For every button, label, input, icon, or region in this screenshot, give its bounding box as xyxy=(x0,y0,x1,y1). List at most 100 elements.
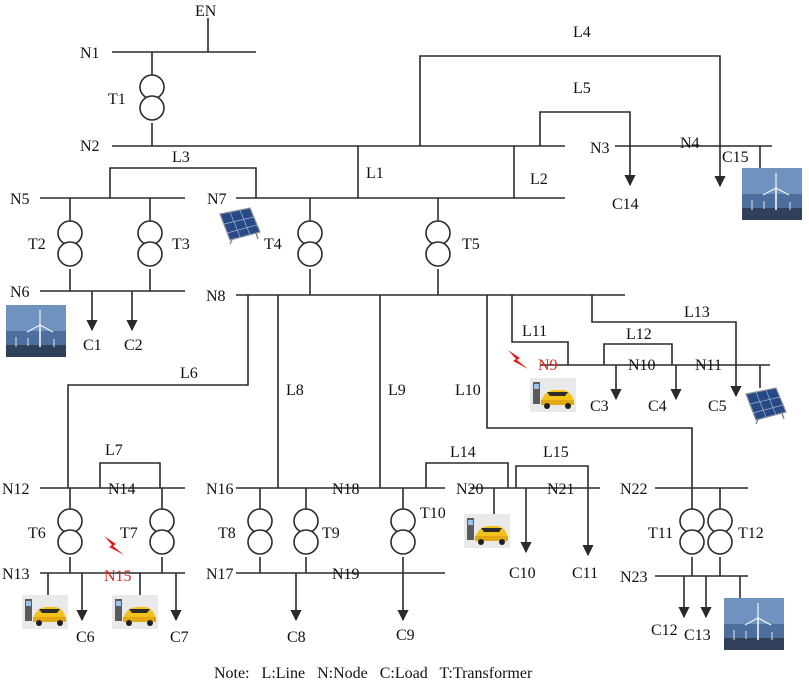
wind-turbine-icon xyxy=(741,167,803,221)
label-c1: C1 xyxy=(83,337,102,354)
label-n23: N23 xyxy=(620,569,648,586)
label-l10: L10 xyxy=(455,382,481,399)
transformer-t10 xyxy=(390,508,416,555)
label-t12: T12 xyxy=(738,525,764,542)
line-l3 xyxy=(109,167,257,198)
label-n11: N11 xyxy=(695,357,722,374)
label-n22: N22 xyxy=(620,481,648,498)
label-t2: T2 xyxy=(28,236,46,253)
transformer-t6 xyxy=(57,508,83,555)
transformer-t8 xyxy=(247,508,273,555)
transformer-t9 xyxy=(293,508,319,555)
label-c2: C2 xyxy=(124,337,143,354)
label-t3: T3 xyxy=(172,236,190,253)
label-n17: N17 xyxy=(206,566,234,583)
label-c7: C7 xyxy=(170,629,189,646)
transformer-t4 xyxy=(297,220,323,267)
label-t6: T6 xyxy=(28,525,46,542)
solar-panel-icon xyxy=(219,207,261,245)
label-c15: C15 xyxy=(722,149,749,166)
label-n9: N9 xyxy=(538,357,558,374)
label-l14: L14 xyxy=(450,444,476,461)
labels: EN N1 N2 N3 N4 N5 N6 N7 N8 N9 N10 N11 N1… xyxy=(2,3,764,682)
label-l13: L13 xyxy=(684,304,710,321)
label-l9: L9 xyxy=(388,382,406,399)
electric-vehicle-charger-icon xyxy=(22,595,68,629)
label-l15: L15 xyxy=(543,444,569,461)
transformer-t11 xyxy=(679,508,705,555)
solar-panel-icon xyxy=(745,387,787,425)
transformer-t5 xyxy=(425,220,451,267)
label-c3: C3 xyxy=(590,398,609,415)
label-n6: N6 xyxy=(10,284,30,301)
label-l11: L11 xyxy=(522,323,547,340)
line-l6 xyxy=(67,295,249,488)
label-c11: C11 xyxy=(572,565,598,582)
label-n4: N4 xyxy=(680,135,700,152)
line-l12 xyxy=(603,343,673,365)
label-t10: T10 xyxy=(420,505,446,522)
line-l4 xyxy=(419,55,726,188)
label-n3: N3 xyxy=(590,140,610,157)
transformer-t12 xyxy=(707,508,733,555)
label-n12: N12 xyxy=(2,481,30,498)
label-c4: C4 xyxy=(648,398,667,415)
electric-vehicle-charger-icon xyxy=(112,595,158,629)
label-l5: L5 xyxy=(573,80,591,97)
label-t11: T11 xyxy=(648,525,673,542)
line-l15 xyxy=(515,465,594,557)
transformer-t7 xyxy=(149,508,175,555)
label-n15: N15 xyxy=(104,568,132,585)
wind-turbine-icon xyxy=(5,304,67,358)
label-l1: L1 xyxy=(366,165,384,182)
network-lines xyxy=(40,18,772,622)
label-t9: T9 xyxy=(322,525,340,542)
label-c12: C12 xyxy=(651,622,678,639)
line-l5 xyxy=(539,111,636,187)
transformers xyxy=(57,74,733,555)
label-c10: C10 xyxy=(509,565,536,582)
legend-note: Note: L:Line N:Node C:Load T:Transformer xyxy=(214,665,533,682)
label-n10: N10 xyxy=(628,357,656,374)
label-n14: N14 xyxy=(108,481,136,498)
label-l8: L8 xyxy=(286,382,304,399)
label-c6: C6 xyxy=(76,629,95,646)
label-l2: L2 xyxy=(530,171,548,188)
label-n7: N7 xyxy=(207,191,227,208)
label-c5: C5 xyxy=(708,398,727,415)
label-n18: N18 xyxy=(332,481,360,498)
label-l3: L3 xyxy=(172,149,190,166)
line-l7 xyxy=(99,462,161,488)
label-t4: T4 xyxy=(264,236,282,253)
label-n13: N13 xyxy=(2,566,30,583)
line-l13 xyxy=(591,295,742,398)
label-n21: N21 xyxy=(547,481,575,498)
label-n8: N8 xyxy=(206,288,226,305)
label-n5: N5 xyxy=(10,191,30,208)
label-l6: L6 xyxy=(180,365,198,382)
label-t8: T8 xyxy=(218,525,236,542)
label-l12: L12 xyxy=(626,326,652,343)
label-n2: N2 xyxy=(80,138,100,155)
line-l11 xyxy=(511,295,569,365)
label-t1: T1 xyxy=(108,91,126,108)
label-n16: N16 xyxy=(206,481,234,498)
transformer-t1 xyxy=(139,74,165,121)
electric-vehicle-charger-icon xyxy=(530,378,576,412)
label-n1: N1 xyxy=(80,45,100,62)
label-c9: C9 xyxy=(396,627,415,644)
line-l14 xyxy=(425,462,509,488)
lightning-fault-icon xyxy=(508,350,528,369)
label-c8: C8 xyxy=(287,629,306,646)
label-l7: L7 xyxy=(105,442,123,459)
label-n20: N20 xyxy=(456,481,484,498)
label-n19: N19 xyxy=(332,566,360,583)
label-l4: L4 xyxy=(573,24,591,41)
label-t7: T7 xyxy=(120,525,138,542)
label-c13: C13 xyxy=(684,627,711,644)
electric-vehicle-charger-icon xyxy=(464,514,510,548)
line-l10 xyxy=(486,295,693,488)
transformer-t3 xyxy=(137,220,163,267)
label-t5: T5 xyxy=(462,236,480,253)
